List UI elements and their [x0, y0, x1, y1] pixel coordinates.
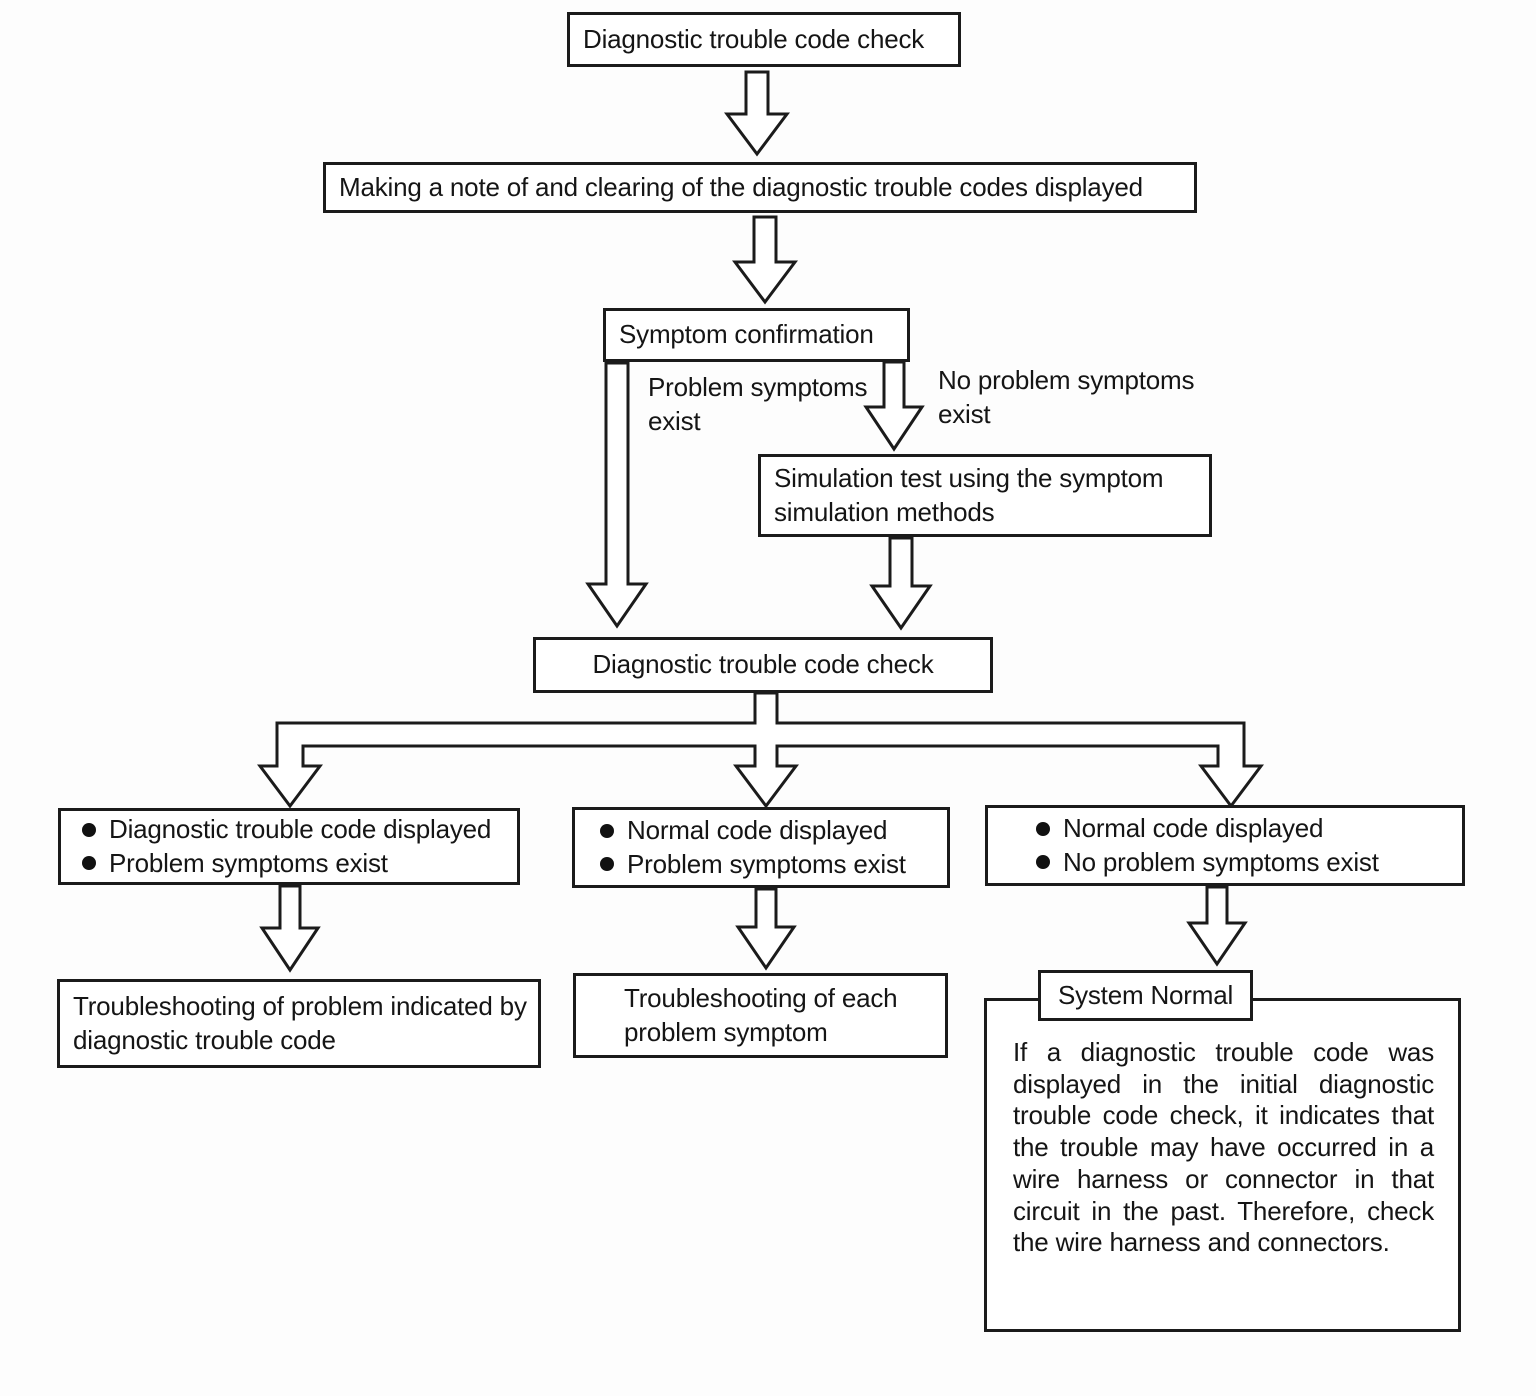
arrow-down-icon — [735, 887, 797, 971]
node-branch-normal-problem: Normal code displayed Problem symptoms e… — [572, 807, 950, 888]
bullet-icon — [82, 856, 96, 871]
arrow-down-icon — [259, 884, 321, 973]
node-label: Troubleshooting of problem indicated by … — [73, 991, 527, 1055]
node-branch-dtc-displayed: Diagnostic trouble code displayed Proble… — [58, 808, 520, 885]
node-dtc-check-1: Diagnostic trouble code check — [567, 12, 961, 67]
edge-label-no-problem-symptoms: No problem symptoms exist — [938, 365, 1195, 429]
node-label: Troubleshooting of each problem symptom — [624, 983, 898, 1047]
bullet-icon — [600, 857, 614, 872]
bullet-label: Normal code displayed — [1063, 813, 1324, 844]
bullet-label: No problem symptoms exist — [1063, 846, 1379, 877]
bullet-row: Problem symptoms exist — [82, 847, 388, 880]
node-label: Symptom confirmation — [619, 319, 874, 350]
edge-label-problem-symptoms: Problem symptoms exist — [648, 372, 868, 436]
bullet-row: Diagnostic trouble code displayed — [82, 813, 491, 846]
arrow-down-icon — [863, 360, 925, 452]
bullet-icon — [1036, 855, 1050, 870]
bullet-row: Normal code displayed — [600, 814, 887, 847]
node-simulation-test: Simulation test using the symptom simula… — [758, 454, 1212, 537]
bullet-row: Normal code displayed — [1036, 812, 1323, 845]
arrow-down-icon — [585, 361, 649, 629]
arrow-down-icon — [724, 70, 790, 157]
bullet-label: Normal code displayed — [627, 815, 888, 846]
arrow-down-icon — [869, 536, 933, 631]
node-label: System Normal — [1057, 980, 1234, 1010]
bullet-label: Problem symptoms exist — [109, 847, 388, 878]
node-label: Diagnostic trouble code check — [583, 23, 925, 54]
node-note-and-clear: Making a note of and clearing of the dia… — [323, 162, 1197, 213]
node-troubleshoot-symptom: Troubleshooting of each problem symptom — [573, 973, 948, 1058]
bullet-row: Problem symptoms exist — [600, 848, 906, 881]
system-normal-body: If a diagnostic trouble code was display… — [1013, 1037, 1434, 1258]
node-dtc-check-2: Diagnostic trouble code check — [533, 637, 993, 693]
bullet-icon — [82, 822, 96, 837]
bullet-label: Diagnostic trouble code displayed — [109, 814, 492, 845]
node-troubleshoot-dtc: Troubleshooting of problem indicated by … — [57, 979, 541, 1068]
bullet-icon — [600, 823, 614, 838]
bullet-row: No problem symptoms exist — [1036, 846, 1379, 879]
bullet-label: Problem symptoms exist — [627, 848, 906, 879]
branch-connector-arrows-icon — [257, 691, 1264, 809]
node-label: Diagnostic trouble code check — [592, 649, 934, 680]
bullet-icon — [1036, 821, 1050, 836]
node-system-normal-title: System Normal — [1038, 970, 1253, 1021]
arrow-down-icon — [732, 215, 798, 305]
node-label: Simulation test using the symptom simula… — [774, 463, 1164, 527]
node-branch-normal-no-problem: Normal code displayed No problem symptom… — [985, 805, 1465, 886]
node-label: Making a note of and clearing of the dia… — [339, 171, 1143, 202]
node-system-normal: If a diagnostic trouble code was display… — [984, 998, 1461, 1332]
arrow-down-icon — [1186, 885, 1248, 967]
node-symptom-confirmation: Symptom confirmation — [603, 308, 910, 362]
